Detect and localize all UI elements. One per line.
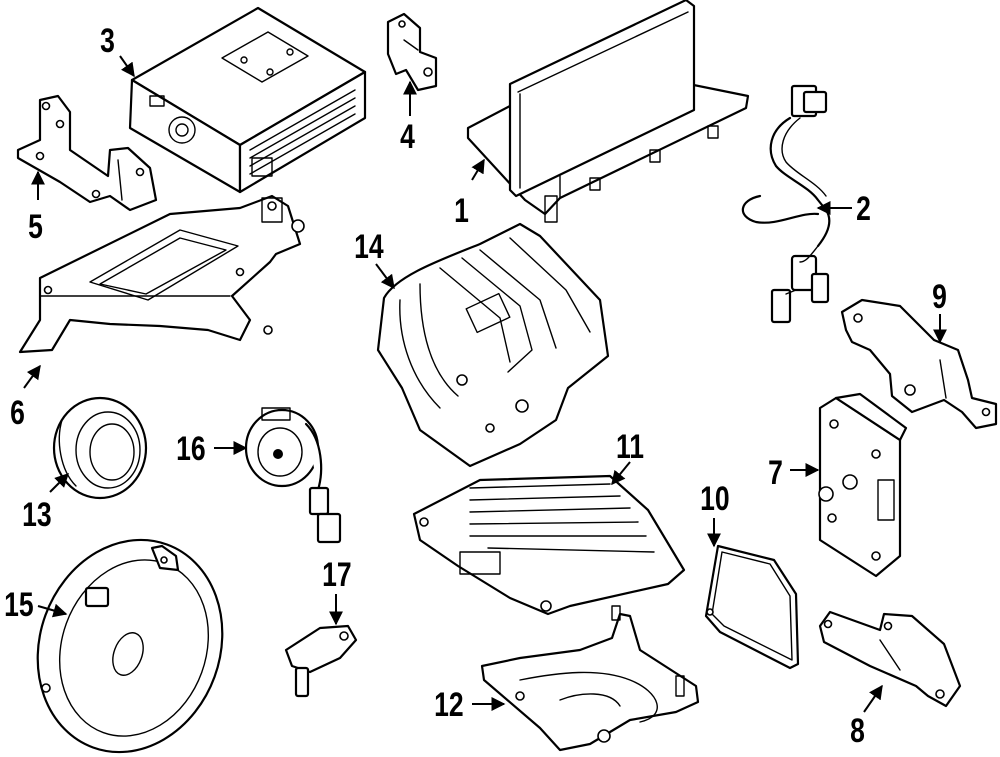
callout-10: 10 <box>700 480 730 518</box>
part-3-audio-unit[interactable] <box>128 6 367 194</box>
callout-6: 6 <box>10 394 25 432</box>
callout-1: 1 <box>454 192 469 230</box>
callout-11: 11 <box>616 428 644 466</box>
callout-17: 17 <box>322 556 352 594</box>
leader-8 <box>863 684 883 713</box>
part-11-control-module[interactable] <box>412 474 686 616</box>
leader-15 <box>37 603 68 618</box>
callout-16: 16 <box>176 430 206 468</box>
leader-1 <box>471 158 485 181</box>
part-17-sensor[interactable] <box>284 624 358 698</box>
part-5-bracket[interactable] <box>16 94 158 212</box>
part-15-speaker[interactable] <box>8 514 251 757</box>
leader-14 <box>375 263 395 290</box>
callout-8: 8 <box>850 712 865 750</box>
part-8-bracket[interactable] <box>818 610 962 708</box>
part-12-bracket-tray[interactable] <box>480 605 700 752</box>
callout-12: 12 <box>434 686 464 724</box>
part-4-bracket[interactable] <box>386 12 438 92</box>
callout-2: 2 <box>856 190 871 228</box>
callout-15: 15 <box>4 586 34 624</box>
callout-5: 5 <box>28 208 43 246</box>
part-10-plate[interactable] <box>704 544 800 670</box>
part-6-mounting-bracket[interactable] <box>18 194 305 354</box>
callout-14: 14 <box>354 228 384 266</box>
part-16-tweeter[interactable] <box>244 407 342 544</box>
callout-3: 3 <box>100 22 115 60</box>
callout-13: 13 <box>22 496 52 534</box>
part-1-display[interactable] <box>466 0 750 223</box>
leader-11 <box>611 461 631 486</box>
leader-6 <box>23 364 41 389</box>
callout-7: 7 <box>768 454 783 492</box>
part-14-blower-assembly[interactable] <box>376 222 610 468</box>
leader-3 <box>119 55 135 78</box>
callout-9: 9 <box>932 278 947 316</box>
part-13-speaker-ring[interactable] <box>52 396 148 500</box>
leader-13 <box>49 473 69 493</box>
part-7-module[interactable] <box>818 392 908 578</box>
callout-4: 4 <box>400 118 415 156</box>
part-2-wiring-harness[interactable] <box>741 84 831 324</box>
